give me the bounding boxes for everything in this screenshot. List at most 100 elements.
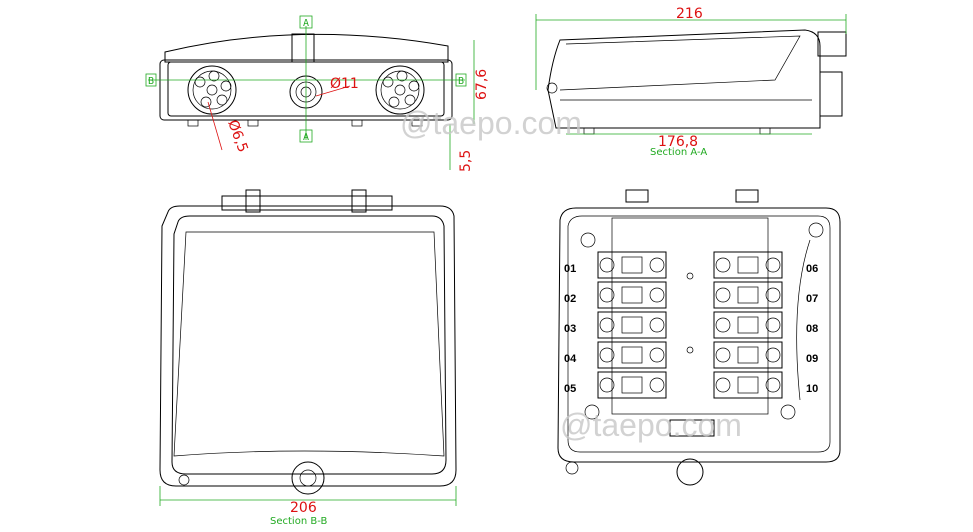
left-port-hole: [194, 76, 206, 88]
adapter-connector: [599, 257, 615, 273]
adapter-block: [597, 371, 667, 399]
adapter-connector: [715, 347, 731, 363]
box-outer: [557, 207, 841, 463]
left-port-hole: [208, 70, 220, 82]
section-a-marker: [299, 15, 313, 29]
box-screw: [808, 222, 824, 238]
port-label: 09: [806, 353, 818, 365]
adapter-sleeve: [621, 316, 643, 334]
section-b-marker: [455, 73, 467, 87]
adapter-sleeve: [621, 376, 643, 394]
side-inner-text: 176,8: [658, 134, 698, 150]
lid-tab: [178, 474, 190, 486]
left-port-hole: [216, 94, 228, 106]
side-body: [547, 29, 821, 129]
cable-route: [796, 239, 811, 401]
adapter-connector: [715, 377, 731, 393]
adapter-connector: [715, 257, 731, 273]
side-section-view: 216 176,8 Section A-A: [535, 6, 847, 158]
side-foot: [583, 127, 595, 135]
adapter-connector: [765, 317, 781, 333]
adapter-connector: [599, 317, 615, 333]
box-screw: [780, 404, 796, 420]
left-port-hole: [206, 84, 218, 96]
box-mount-tab: [565, 461, 579, 475]
adapter-sleeve: [737, 316, 759, 334]
left-port-hole: [200, 96, 212, 108]
side-latch: [817, 31, 847, 57]
lid-hinge: [351, 189, 367, 213]
section-a-marker: [299, 129, 313, 143]
adapter-connector: [765, 377, 781, 393]
lid-lock-inner: [299, 469, 317, 487]
adapter-sleeve: [737, 286, 759, 304]
right-port-hole: [382, 76, 394, 88]
port-label: 10: [806, 383, 818, 395]
adapter-connector: [765, 257, 781, 273]
port-label: 02: [564, 293, 576, 305]
splitter-tray: [611, 217, 769, 415]
adapter-connector: [715, 317, 731, 333]
box-tab: [735, 189, 759, 203]
right-port-ring: [380, 70, 420, 110]
right-port-hole: [404, 94, 416, 106]
lid-inner: [171, 215, 447, 475]
side-width-text: 216: [676, 6, 703, 22]
port-label: 03: [564, 323, 576, 335]
adapter-block: [597, 311, 667, 339]
port-label: 08: [806, 323, 818, 335]
lid-hinge: [245, 189, 261, 213]
hole-large-leader: [315, 85, 351, 97]
adapter-sleeve: [737, 256, 759, 274]
box-inner: [567, 215, 831, 453]
lid-outer: [159, 205, 457, 487]
tray-slot: [669, 419, 715, 437]
box-screw: [580, 232, 596, 248]
front-view: A A B B 67,6 Ø11 Ø6,5 5,5: [145, 15, 490, 172]
adapter-sleeve: [621, 286, 643, 304]
adapter-block: [597, 251, 667, 279]
section-b-left: B: [148, 76, 154, 87]
port-label: 04: [564, 353, 577, 365]
adapter-sleeve: [737, 346, 759, 364]
side-hinge: [546, 82, 558, 94]
adapter-block: [713, 371, 783, 399]
left-port-outer: [187, 65, 237, 115]
tray-pin: [686, 346, 694, 354]
right-port-hole: [408, 80, 420, 92]
side-lid-line: [559, 35, 801, 91]
section-a-bottom: A: [303, 132, 309, 143]
adapter-connector: [649, 377, 665, 393]
adapter-connector: [649, 317, 665, 333]
adapter-connector: [715, 287, 731, 303]
section-b-caption: Section B-B: [270, 516, 327, 527]
adapter-block: [713, 251, 783, 279]
adapter-sleeve: [621, 346, 643, 364]
adapter-connector: [649, 347, 665, 363]
foot-dim-text: 5,5: [458, 150, 474, 172]
front-foot: [351, 119, 363, 127]
adapter-sleeve: [621, 256, 643, 274]
adapter-connector: [599, 377, 615, 393]
front-latch: [291, 33, 315, 63]
front-foot: [187, 119, 199, 127]
box-lock: [676, 458, 704, 486]
section-a-caption: Section A-A: [650, 147, 707, 158]
right-port-hole: [396, 70, 408, 82]
adapter-connector: [599, 287, 615, 303]
adapter-connector: [765, 347, 781, 363]
lid-width-text: 206: [290, 500, 317, 516]
right-port-hole: [394, 84, 406, 96]
adapter-connector: [599, 347, 615, 363]
port-label: 01: [564, 263, 576, 275]
adapter-block: [713, 311, 783, 339]
front-foot: [247, 119, 259, 127]
hole-large-text: Ø11: [330, 76, 359, 92]
side-gland: [819, 71, 843, 117]
watermark: @taepo.com: [560, 407, 742, 443]
front-foot: [411, 119, 423, 127]
box-tab: [625, 189, 649, 203]
hole-small-leader: [207, 101, 223, 151]
left-port-ring: [192, 70, 232, 110]
adapter-block: [713, 281, 783, 309]
